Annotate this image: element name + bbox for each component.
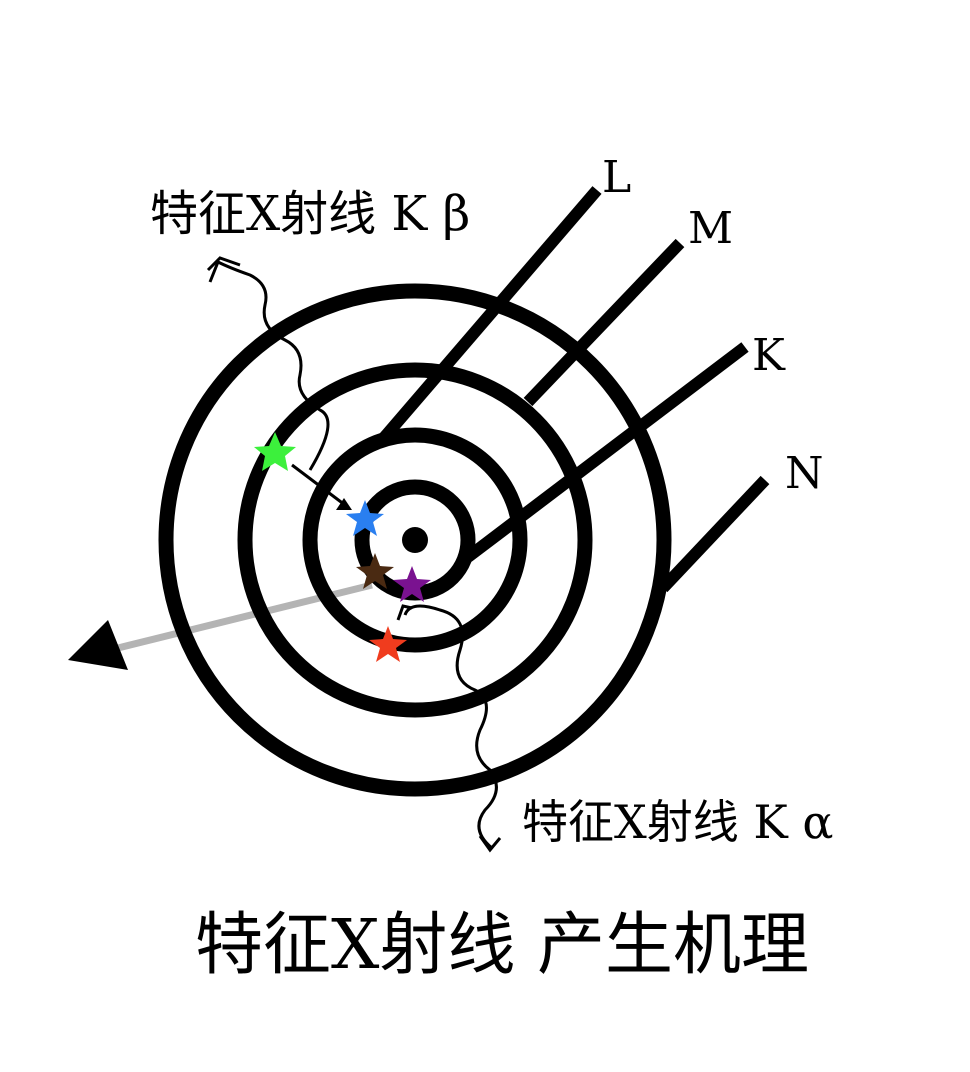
photon-wave-head-icon [206, 256, 241, 272]
star-icon [254, 432, 296, 471]
ring-third [237, 362, 593, 718]
shell-label-n: N [785, 448, 824, 499]
transition-arrow-head-icon [336, 498, 352, 510]
photon-wave-icon [208, 259, 330, 471]
photon-wave-alpha-icon [403, 604, 498, 850]
leader-line-n [658, 475, 770, 593]
star-icon [346, 500, 384, 536]
leader-line-l [377, 186, 602, 444]
nucleus [402, 527, 428, 553]
photon-wave-alpha-head-icon [478, 835, 502, 853]
star-icon [393, 566, 431, 602]
k-beta-label: 特征X射线 K β [150, 186, 470, 242]
arrow-head-icon [68, 620, 128, 670]
transition-arrow [291, 463, 346, 507]
star-icon [356, 553, 394, 589]
ring-second [302, 427, 528, 653]
ring-outer [158, 283, 672, 797]
leader-line-m [523, 238, 685, 407]
k-alpha-label: 特征X射线 K α [522, 795, 833, 849]
leader-line-k [464, 342, 749, 562]
shell-label-l: L [602, 152, 631, 203]
shell-label-m: M [688, 203, 733, 254]
star-icon [369, 626, 407, 662]
shell-label-k: K [752, 330, 786, 381]
diagram-title: 特征X射线 产生机理 [195, 906, 809, 985]
small-hook-icon [396, 604, 413, 621]
